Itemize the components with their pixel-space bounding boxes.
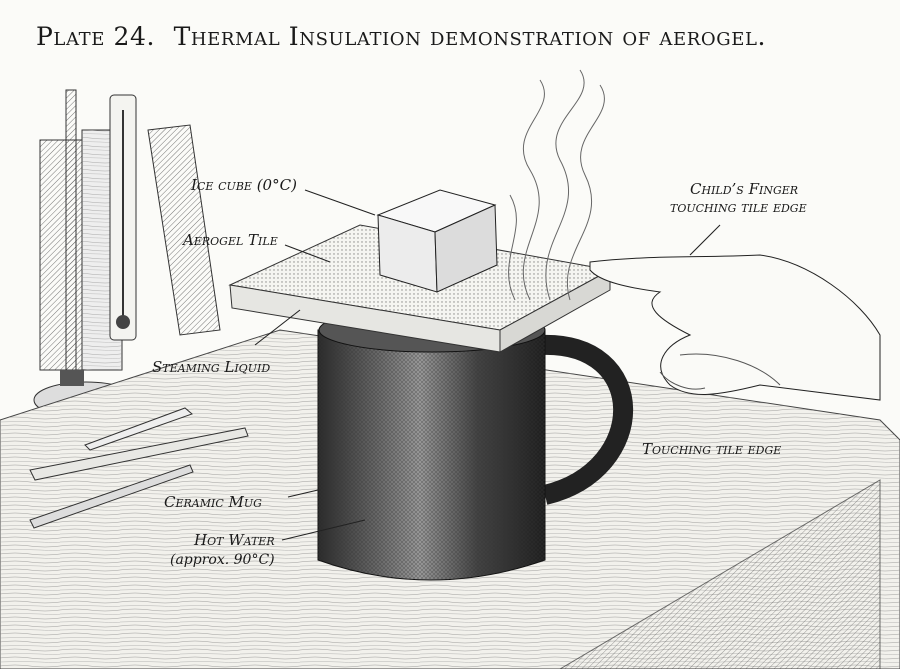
label-aerogel-tile: Aerogel Tile <box>183 231 278 249</box>
plate-number: Plate 24. <box>36 22 156 51</box>
lab-tools <box>29 407 249 529</box>
label-childs-finger: Child’s Finger <box>690 180 799 198</box>
label-hot-water: Hot Water <box>194 531 275 549</box>
label-finger-touch: touching tile edge <box>670 198 807 216</box>
childs-hand <box>589 254 881 401</box>
label-touching-edge: Touching tile edge <box>642 440 782 458</box>
steam <box>508 69 605 301</box>
ceramic-mug <box>317 307 633 581</box>
label-ice-cube: Ice cube (0°C) <box>191 176 297 194</box>
plate-caption: Thermal Insulation demonstration of aero… <box>173 22 767 51</box>
leader-lines <box>254 189 721 541</box>
label-ceramic-mug: Ceramic Mug <box>164 493 262 511</box>
label-steaming-liquid: Steaming Liquid <box>152 358 271 376</box>
thermometer <box>109 94 137 341</box>
ice-cube <box>376 189 498 293</box>
plate-title: Plate 24. Thermal Insulation demonstrati… <box>36 22 766 51</box>
label-hot-water-temp: (approx. 90°C) <box>170 552 275 568</box>
